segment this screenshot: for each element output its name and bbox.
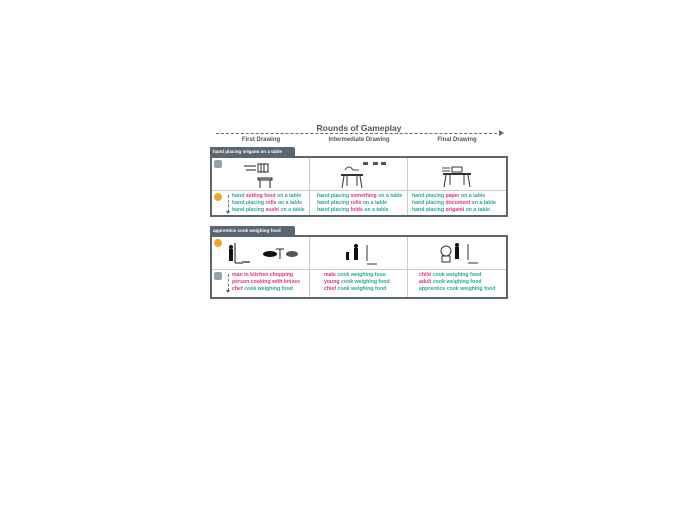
- guess-wrong-words: young: [324, 279, 342, 285]
- guess-line: hand placing sushi on a table: [232, 207, 305, 214]
- guess-line: apprentice cook weighing food: [419, 286, 495, 293]
- guess-correct-words: on a table: [465, 207, 490, 213]
- guess-correct-words: hand placing: [317, 193, 351, 199]
- guess-correct-words: hand placing: [412, 200, 446, 206]
- human-drawer-icon: [214, 239, 222, 247]
- guess-line: hand placing rolls on a table: [317, 200, 402, 207]
- guess-wrong-words: chief: [324, 286, 338, 292]
- drawing-hand-placing-paper: [442, 166, 471, 188]
- guess-line: young cook weighing food: [324, 279, 390, 286]
- guess-correct-words: hand placing: [412, 207, 446, 213]
- guess-wrong-words: man in kitchen chopping: [232, 272, 294, 278]
- guess-line: hand setting food on a table: [232, 193, 305, 200]
- guess-wrong-words: chef: [232, 286, 245, 292]
- guess-correct-words: cook weighing food: [337, 286, 387, 292]
- guess-line: hand placing something on a table: [317, 193, 402, 200]
- arrowhead-icon: [499, 130, 504, 136]
- guess-correct-words: on a table: [378, 193, 403, 199]
- guess-line: man in kitchen chopping: [232, 272, 300, 279]
- figure-title: Rounds of Gameplay: [316, 123, 402, 133]
- guess-wrong-words: paper: [445, 193, 462, 199]
- guess-correct-words: hand placing: [317, 207, 351, 213]
- guess-correct-words: on a table: [364, 207, 389, 213]
- robot-drawer-icon: [214, 160, 222, 168]
- human-guesser-icon: [214, 193, 222, 201]
- guess-correct-words: hand placing: [412, 193, 446, 199]
- column-header-first: First Drawing: [241, 137, 281, 143]
- guess-correct-words: cook weighing food: [341, 279, 390, 285]
- rounds-arrow: [216, 133, 502, 134]
- panel-1-label: hand placing origami on a table: [210, 147, 295, 156]
- guess-wrong-words: document: [445, 200, 472, 206]
- guess-line: chef cook weighing food: [232, 286, 300, 293]
- guess-correct-words: on a table: [277, 200, 303, 206]
- panel-2-label: apprentice cook weighing food: [210, 226, 295, 235]
- drawing-cook-weighing-food: [229, 243, 298, 264]
- guess-line: male cook weighing fooo: [324, 272, 390, 279]
- guess-line: hand placing origami on a table: [412, 207, 496, 214]
- guess-wrong-words: folds: [350, 207, 365, 213]
- guess-wrong-words: person cooking with knives: [232, 279, 301, 285]
- guess-wrong-words: origami: [445, 207, 466, 213]
- guess-line: child cook weighing food: [419, 272, 495, 279]
- guess-wrong-words: rolls: [265, 200, 278, 206]
- guess-correct-words: cook weighing fooo: [337, 272, 386, 278]
- guess-correct-words: on a table: [362, 200, 388, 206]
- guess-line: hand placing paper on a table: [412, 193, 496, 200]
- guess-wrong-words: something: [350, 193, 379, 199]
- guess-correct-words: hand placing: [232, 200, 266, 206]
- guess-wrong-words: rolls: [350, 200, 363, 206]
- drawing-male-cook: [346, 244, 377, 265]
- arrow-down-icon: [226, 290, 230, 293]
- guess-line: adult cook weighing food: [419, 279, 495, 286]
- drawing-child-cook: [440, 243, 478, 264]
- guess-wrong-words: male: [324, 272, 338, 278]
- guess-correct-words: hand placing: [317, 200, 351, 206]
- column-header-final: Final Drawing: [437, 137, 477, 143]
- guess-correct-words: hand: [232, 193, 246, 199]
- arrow-down-icon: [226, 211, 230, 214]
- guess-correct-words: cook weighing food: [244, 286, 293, 292]
- drawing-hand-placing-food: [244, 163, 273, 188]
- drawing-hand-placing-something: [341, 162, 386, 189]
- guess-wrong-words: adult: [419, 279, 433, 285]
- robot-guesser-icon: [214, 272, 222, 280]
- guess-correct-words: on a table: [461, 193, 486, 199]
- guess-correct-words: on a table: [471, 200, 496, 206]
- guess-line: hand placing document on a table: [412, 200, 496, 207]
- guess-wrong-words: setting food: [245, 193, 277, 199]
- guess-correct-words: cook weighing food: [432, 279, 482, 285]
- guess-line: hand placing rolls on a table: [232, 200, 305, 207]
- guess-correct-words: on a table: [276, 193, 302, 199]
- column-header-intermediate: Intermediate Drawing: [328, 137, 390, 143]
- guess-line: hand placing folds on a table: [317, 207, 402, 214]
- guess-wrong-words: child: [419, 272, 433, 278]
- guess-line: person cooking with knives: [232, 279, 300, 286]
- guess-correct-words: hand placing: [232, 207, 266, 213]
- guess-correct-words: on a table: [280, 207, 305, 213]
- guess-correct-words: apprentice cook weighing food: [419, 286, 496, 292]
- guess-correct-words: cook weighing food: [432, 272, 482, 278]
- guess-line: chief cook weighing food: [324, 286, 390, 293]
- guess-wrong-words: sushi: [265, 207, 281, 213]
